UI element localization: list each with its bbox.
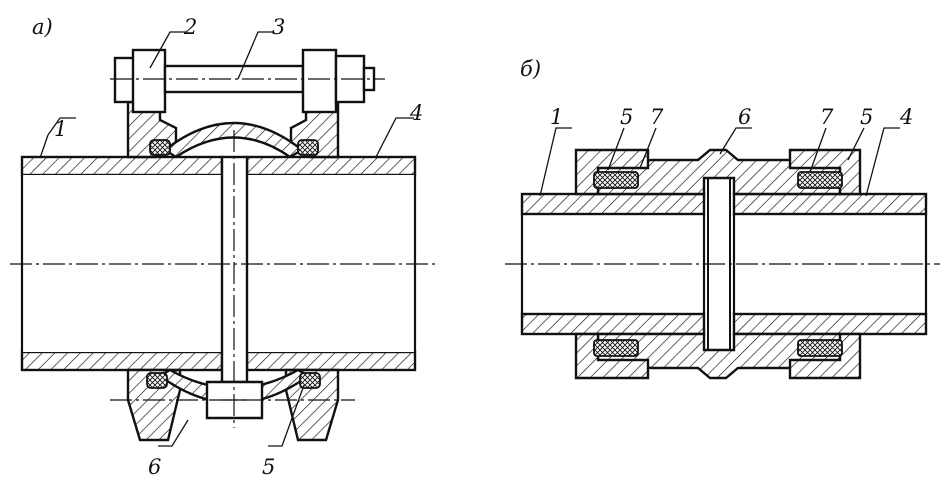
view-b-title: б) (520, 57, 541, 81)
view-a-title: а) (32, 15, 53, 39)
view-a-seal-top-right (297, 139, 319, 156)
view-a-seal-top-left (149, 139, 171, 156)
view-b-callout-7-left: 7 (650, 105, 664, 129)
view-b-callout-1: 1 (550, 105, 563, 129)
view-b-seal-top-right (797, 171, 843, 189)
view-b-callout-5-left: 5 (620, 105, 633, 129)
view-b-seal-bottom-right (797, 339, 843, 357)
view-a-callout-2: 2 (183, 15, 197, 39)
view-a-callout-5: 5 (262, 455, 275, 479)
view-a-callout-3: 3 (272, 15, 285, 39)
view-a-sleeve-top (162, 121, 305, 159)
view-a-seal-bottom-right (299, 372, 321, 389)
view-a-callout-1: 1 (54, 117, 67, 141)
view-b-callout-4: 4 (899, 105, 913, 129)
view-a-seal-bottom-left (146, 372, 168, 389)
view-b-callout-5-right: 5 (860, 105, 873, 129)
view-b-callout-6: 6 (738, 105, 751, 129)
view-b-callout-7-right: 7 (820, 105, 834, 129)
view-a-callout-6: 6 (148, 455, 161, 479)
view-a: а) (10, 15, 435, 479)
view-b-seal-top-left (593, 171, 639, 189)
view-b: б) (505, 57, 940, 380)
view-a-bolt (113, 48, 376, 114)
view-b-seal-bottom-left (593, 339, 639, 357)
view-a-callout-4: 4 (409, 101, 423, 125)
